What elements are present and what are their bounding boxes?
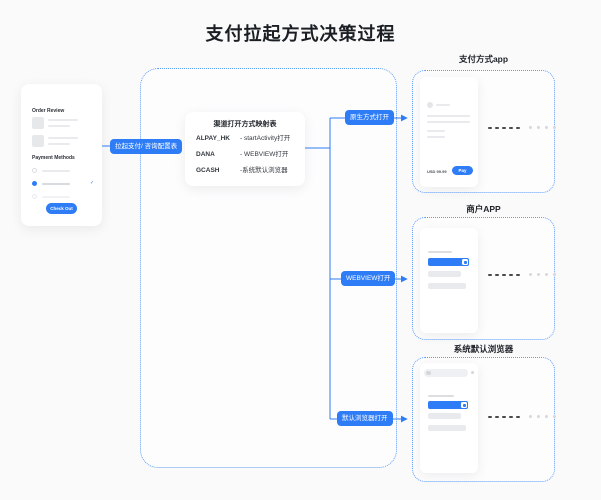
open-method: -系统默认浏览器	[240, 167, 288, 174]
panel-title-merchant-app: 商户APP	[466, 204, 501, 214]
check-out-button[interactable]: Check Out	[46, 203, 77, 214]
wallet-badge-icon	[461, 402, 467, 408]
branch-label-native: 原生方式打开	[345, 110, 394, 125]
system-browser-phone-card	[420, 363, 478, 473]
placeholder-bar	[428, 271, 461, 277]
payment-app-phone-card: USD 99.99 Pay	[420, 77, 478, 187]
browser-menu-dot	[471, 371, 474, 374]
detail-line	[427, 130, 445, 132]
payment-option-radio-selected[interactable]	[32, 181, 37, 186]
mapping-table-card: 渠道打开方式映射表 ALPAY_HK - startActivity打开 DANA…	[185, 112, 305, 186]
payment-option-line	[42, 183, 70, 185]
placeholder-bar	[428, 425, 466, 431]
open-method: - WEBVIEW打开	[240, 151, 289, 158]
channel-name: ALPAY_HK	[196, 135, 230, 142]
favicon-placeholder	[426, 371, 431, 375]
amount-label: USD 99.99	[427, 169, 447, 174]
mapping-table-title: 渠道打开方式映射表	[213, 121, 277, 128]
page-title: 支付拉起方式决策过程	[205, 24, 396, 44]
order-item-line	[48, 137, 78, 139]
caption-line	[428, 251, 452, 253]
avatar	[427, 102, 433, 108]
panel-title-payment-app: 支付方式app	[458, 54, 509, 64]
detail-line	[427, 115, 470, 117]
decision-flow-container	[140, 68, 397, 468]
continuation-dashes	[488, 126, 561, 129]
order-item-thumbnail	[32, 117, 44, 129]
merchant-app-phone-card	[420, 228, 478, 333]
highlighted-webview-bar	[428, 401, 468, 409]
payment-option-line	[42, 196, 70, 198]
order-review-heading: Order Review	[32, 108, 65, 114]
branch-label-browser: 默认浏览器打开	[337, 411, 393, 426]
caption-line	[428, 395, 454, 397]
highlighted-webview-bar	[428, 258, 469, 266]
detail-line	[427, 136, 445, 138]
branch-label-webview: WEBVIEW打开	[341, 271, 396, 286]
channel-name: GCASH	[196, 167, 220, 174]
channel-name: DANA	[196, 151, 215, 158]
entry-flow-label: 拉起支付/ 咨询配置表	[110, 139, 183, 154]
continuation-dashes	[488, 273, 561, 276]
order-item-thumbnail	[32, 135, 44, 147]
checkout-phone-card: Order Review Payment Methods ✓ Check Out	[21, 84, 102, 226]
browser-address-bar[interactable]	[424, 369, 468, 377]
user-line	[436, 104, 450, 106]
placeholder-bar	[428, 413, 461, 419]
order-item-line	[48, 125, 70, 127]
pay-button[interactable]: Pay	[452, 166, 473, 175]
order-item-line	[48, 119, 78, 121]
mapping-table-row: GCASH -系统默认浏览器	[196, 164, 288, 174]
placeholder-bar	[428, 283, 466, 289]
selected-check-icon: ✓	[90, 180, 95, 186]
detail-line	[427, 121, 470, 123]
continuation-dashes	[488, 415, 561, 418]
mapping-table-row: DANA - WEBVIEW打开	[196, 148, 288, 158]
mapping-table-row: ALPAY_HK - startActivity打开	[196, 132, 290, 142]
order-item-line	[48, 143, 70, 145]
open-method: - startActivity打开	[240, 135, 291, 142]
payment-option-radio[interactable]	[32, 194, 37, 199]
panel-title-system-browser: 系统默认浏览器	[453, 344, 514, 354]
payment-option-line	[42, 170, 70, 172]
payment-option-radio[interactable]	[32, 168, 37, 173]
wallet-badge-icon	[462, 259, 468, 265]
payment-methods-heading: Payment Methods	[32, 155, 75, 161]
